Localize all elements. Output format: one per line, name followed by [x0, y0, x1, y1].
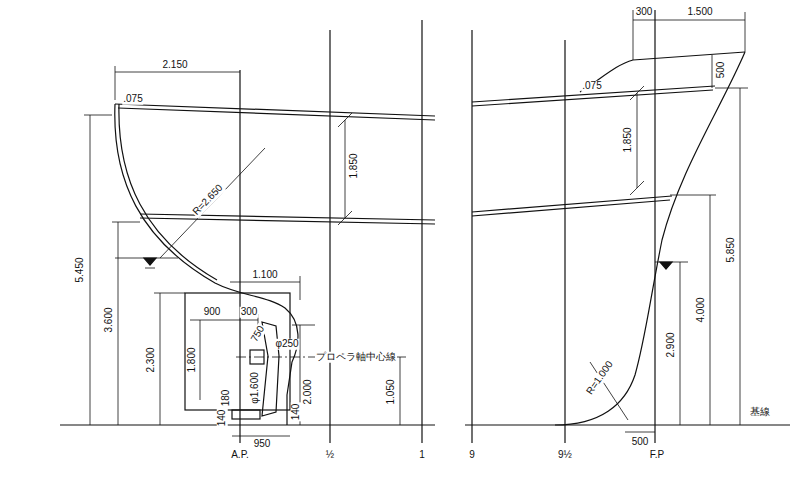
dimension-label: φ250 — [274, 339, 299, 350]
dimension-label: 1.850 — [623, 126, 634, 153]
dimension-label: 3.600 — [104, 306, 115, 333]
dimension-label: 140 — [217, 409, 228, 428]
dimension-label: 9 — [468, 450, 476, 461]
dimension-label: .075 — [122, 94, 143, 105]
dimension-label: 1.800 — [187, 346, 198, 373]
dimension-label: 500 — [631, 437, 650, 448]
dimension-label: 2.300 — [146, 346, 157, 373]
dimension-label: 1.100 — [251, 270, 278, 281]
dimension-label: R=1.000 — [584, 359, 616, 398]
dimension-label: 9½ — [557, 450, 573, 461]
dimension-label: プロペラ軸中心線 — [315, 352, 397, 363]
dimension-label: 180 — [221, 389, 232, 408]
dimension-label: 4.000 — [696, 296, 707, 323]
dimension-label: 900 — [203, 307, 222, 318]
dimension-label: φ1.600 — [250, 371, 261, 405]
dimension-label: R=2.650 — [190, 182, 225, 218]
dimension-label: 基線 — [749, 407, 771, 418]
dimension-label: F.P — [649, 450, 665, 461]
dimension-label: .075 — [581, 81, 602, 92]
dimension-label: 500 — [716, 61, 727, 80]
dimension-label: 1.500 — [686, 7, 713, 18]
dimension-label: 1.850 — [349, 152, 360, 179]
dimension-label: 1.050 — [386, 378, 397, 405]
dimension-label: 2.000 — [303, 378, 314, 405]
dimension-label: A.P. — [230, 450, 250, 461]
dimension-label: 2.900 — [666, 331, 677, 358]
dimension-label: 5.850 — [726, 236, 737, 263]
dimension-label: ½ — [325, 450, 335, 461]
dimension-label: 5.450 — [75, 256, 86, 283]
dimension-label: 1 — [418, 450, 426, 461]
dimension-label: 300 — [635, 7, 654, 18]
dimension-label: 2.150 — [161, 60, 188, 71]
dimension-label: 950 — [253, 439, 272, 450]
dimension-label: 140 — [291, 403, 302, 422]
dimension-label: 300 — [240, 307, 259, 318]
